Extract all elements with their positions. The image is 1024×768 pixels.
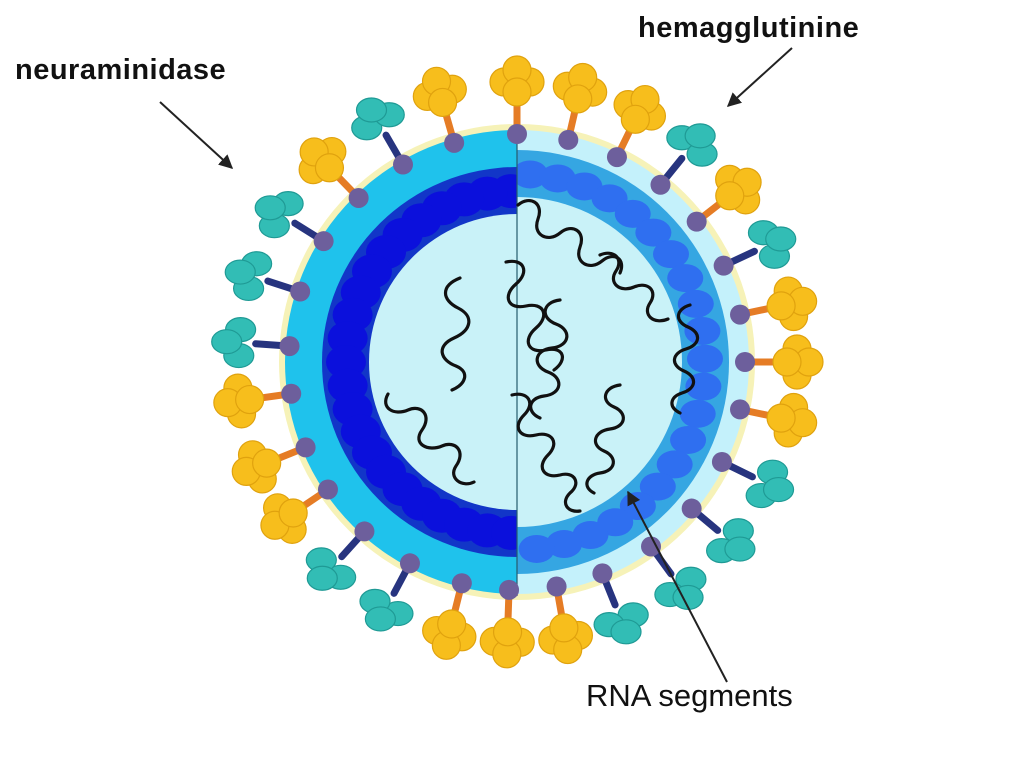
hemagglutinin-spike-icon <box>730 276 818 332</box>
hemagglutinin-spike-icon <box>412 66 467 153</box>
neuraminidase-label: neuraminidase <box>15 54 227 86</box>
neuraminidase-spike-icon <box>711 451 795 509</box>
virus-left-half <box>285 130 517 594</box>
hemagglutinine-label: hemagglutinine <box>638 12 860 44</box>
matrix-bead <box>546 530 583 559</box>
rna-strand-icon <box>585 383 625 495</box>
hemagglutinin-spike-icon <box>479 579 535 669</box>
label-arrows <box>159 47 793 683</box>
hemagglutinin-spike-icon <box>606 84 667 168</box>
rna-strand-icon <box>384 392 476 486</box>
rna-strand-icon <box>510 392 582 513</box>
hemagglutinin-spike-icon <box>489 55 545 144</box>
matrix-bead <box>667 264 704 293</box>
rna-strand-icon <box>598 251 670 323</box>
matrix-bead <box>684 316 721 345</box>
matrix-bead <box>653 240 690 269</box>
neuraminidase-spike-icon <box>254 191 334 252</box>
virus-right-half <box>517 130 749 594</box>
hemagglutinin-spike-icon <box>686 164 762 232</box>
hemagglutinin-spike-icon <box>422 573 477 660</box>
neuraminidase-spike-icon <box>359 553 420 632</box>
matrix-protein-beads-left <box>326 174 517 550</box>
neuraminidase-spike-icon <box>305 521 375 591</box>
neuraminidase-spike-icon <box>592 563 649 645</box>
neuraminidase-spike-icon <box>650 123 718 195</box>
hemagglutinin-spike-icon <box>538 576 594 665</box>
rna-strand-icon <box>670 303 700 415</box>
surface-glycoproteins <box>211 55 824 669</box>
matrix-protein-beads-right <box>517 160 723 563</box>
neuraminidase-spike-icon <box>351 97 413 175</box>
arrow-icon <box>627 490 728 683</box>
core-left <box>369 214 517 510</box>
hemagglutinin-spike-icon <box>231 437 316 494</box>
neuraminidase-spike-icon <box>681 498 756 564</box>
neuraminidase-spike-icon <box>713 220 797 276</box>
matrix-bead <box>686 344 723 373</box>
rna-segments-group <box>384 199 700 513</box>
rna-segments-label: RNA segments <box>586 678 793 713</box>
matrix-bead <box>639 472 676 501</box>
matrix-bead <box>670 425 707 454</box>
arrow-icon <box>159 101 234 169</box>
arrow-icon <box>726 47 793 107</box>
rna-strand-icon <box>516 199 624 275</box>
neuraminidase-spike-icon <box>641 536 707 611</box>
matrix-bead <box>656 450 693 479</box>
rna-strand-icon <box>440 276 471 392</box>
hemagglutinin-spike-icon <box>260 479 338 544</box>
matrix-bead <box>677 289 714 318</box>
neuraminidase-spike-icon <box>224 251 311 302</box>
matrix-bead <box>614 199 651 228</box>
rna-strand-icon <box>529 298 569 420</box>
hemagglutinin-spike-icon <box>213 373 302 429</box>
matrix-bead <box>635 218 672 247</box>
matrix-bead <box>491 515 517 550</box>
matrix-bead <box>518 534 555 563</box>
hemagglutinin-spike-icon <box>298 136 369 208</box>
hemagglutinin-spike-icon <box>730 392 818 448</box>
matrix-bead <box>679 399 716 428</box>
hemagglutinin-spike-icon <box>552 62 608 150</box>
neuraminidase-spike-icon <box>211 317 300 369</box>
core-right <box>517 197 682 527</box>
hemagglutinin-spike-icon <box>735 334 824 390</box>
